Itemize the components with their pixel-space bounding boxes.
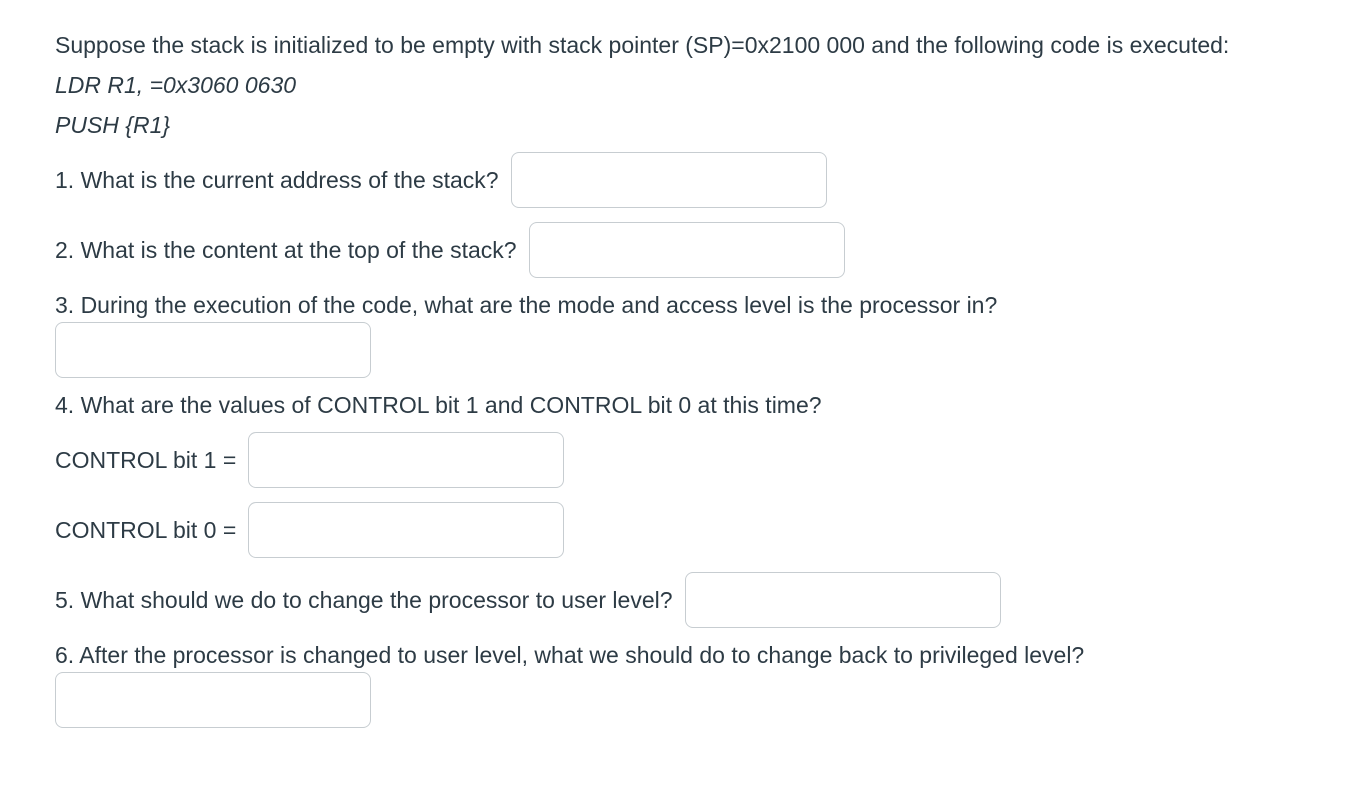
question-4-text: 4. What are the values of CONTROL bit 1 …	[55, 392, 822, 418]
quiz-question-body: Suppose the stack is initialized to be e…	[55, 32, 1318, 728]
question-6-answer-input[interactable]	[55, 672, 371, 728]
question-4: 4. What are the values of CONTROL bit 1 …	[55, 390, 1318, 558]
control-bit-0-label: CONTROL bit 0 =	[55, 517, 237, 543]
question-2-text: 2. What is the content at the top of the…	[55, 237, 517, 263]
question-intro-text: Suppose the stack is initialized to be e…	[55, 32, 1230, 58]
control-bit-1-label: CONTROL bit 1 =	[55, 447, 237, 473]
question-4-control-bit-0: CONTROL bit 0 =	[55, 502, 1318, 558]
question-4-control-bit-1: CONTROL bit 1 =	[55, 432, 1318, 488]
question-5-text: 5. What should we do to change the proce…	[55, 587, 673, 613]
control-bit-1-answer-input[interactable]	[248, 432, 565, 488]
question-6: 6. After the processor is changed to use…	[55, 640, 1318, 728]
question-3-answer-input[interactable]	[55, 322, 371, 378]
question-1-text: 1. What is the current address of the st…	[55, 167, 499, 193]
question-2: 2. What is the content at the top of the…	[55, 222, 1318, 278]
code-line-push: PUSH {R1}	[55, 112, 171, 138]
question-5-answer-input[interactable]	[684, 572, 1001, 628]
code-line-ldr: LDR R1, =0x3060 0630	[55, 72, 297, 98]
question-2-answer-input[interactable]	[528, 222, 845, 278]
question-1: 1. What is the current address of the st…	[55, 152, 1318, 208]
question-3-text: 3. During the execution of the code, wha…	[55, 292, 998, 318]
question-5: 5. What should we do to change the proce…	[55, 572, 1318, 628]
control-bit-0-answer-input[interactable]	[248, 502, 565, 558]
question-1-answer-input[interactable]	[510, 152, 827, 208]
question-3: 3. During the execution of the code, wha…	[55, 290, 1318, 378]
question-6-text: 6. After the processor is changed to use…	[55, 642, 1085, 668]
